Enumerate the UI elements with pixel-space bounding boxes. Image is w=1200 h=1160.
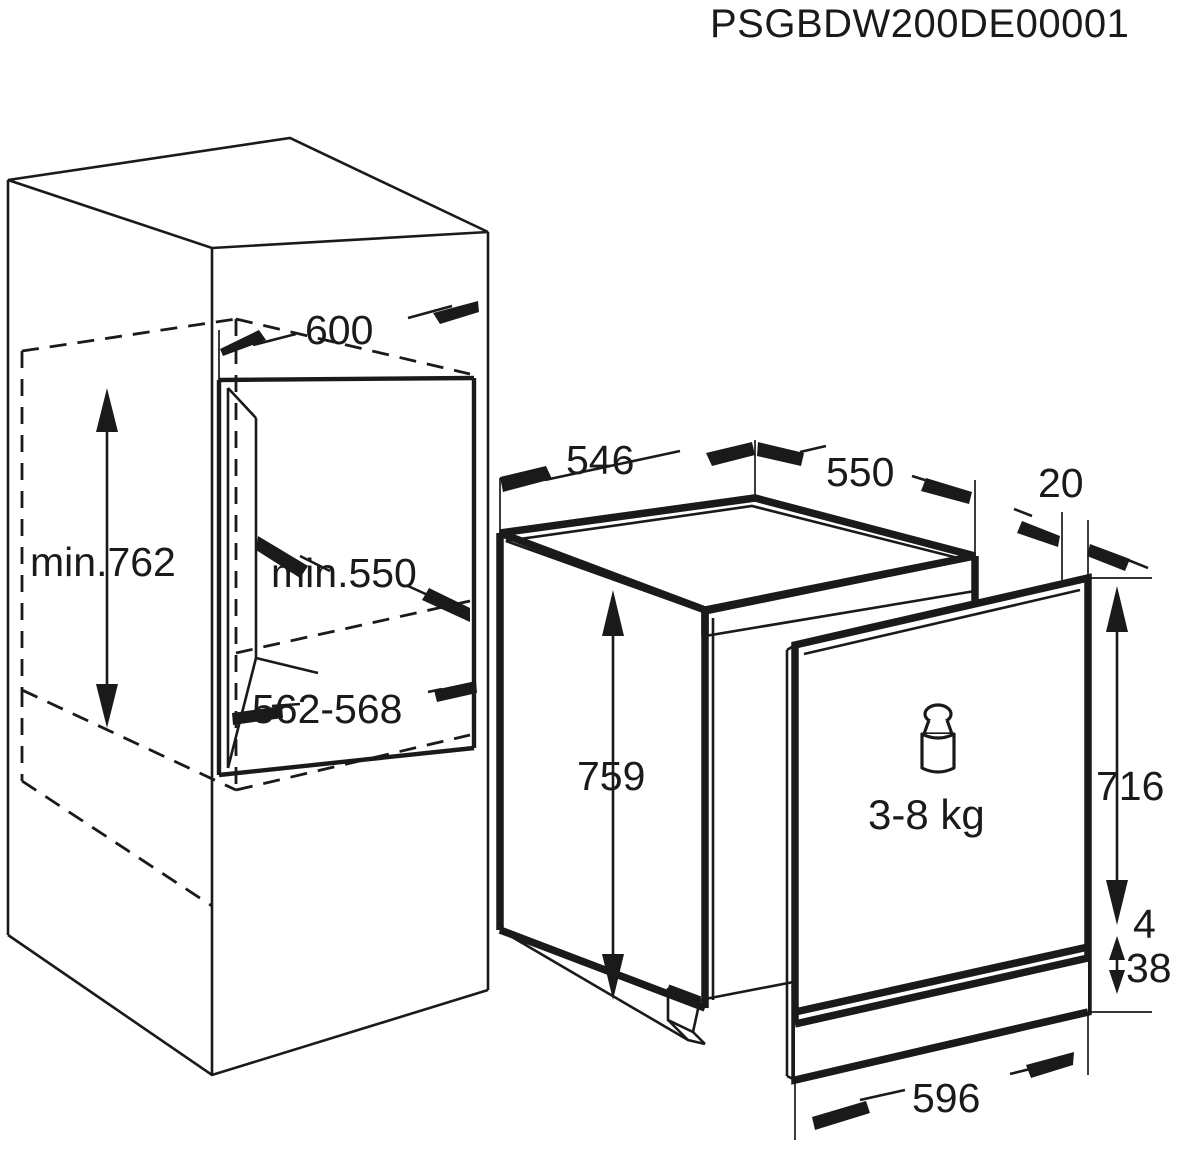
dimension-716: 716 (1088, 577, 1164, 1013)
dimension-min550-label: min.550 (271, 550, 417, 596)
dimension-min762-label: min.762 (30, 539, 176, 585)
dimension-562-568: 562-568 (232, 681, 477, 732)
weight-icon (920, 703, 956, 774)
dimension-20: 20 (1013, 460, 1149, 582)
dimension-min762: min.762 (30, 388, 176, 728)
cabinet-outline (6, 136, 490, 1077)
cabinet-niche-opening (216, 375, 477, 778)
dimension-546: 546 (499, 437, 756, 536)
model-code-title: PSGBDW200DE00001 (710, 2, 1129, 46)
appliance-with-door-view: 3-8 kg 546 550 (496, 437, 1172, 1140)
dimension-550-label: 550 (826, 449, 894, 495)
cabinet-niche-view: 600 min.762 min.550 (6, 136, 490, 1077)
cabinet-hidden-edges (20, 317, 471, 908)
dimension-562-568-label: 562-568 (252, 686, 402, 732)
dimension-600: 600 (218, 301, 479, 392)
dimension-min550: min.550 (256, 536, 470, 622)
dimension-4-label: 4 (1133, 901, 1156, 947)
dimension-600-label: 600 (305, 307, 373, 353)
dimension-4: 4 (1133, 901, 1156, 947)
dimension-20-label: 20 (1038, 460, 1084, 506)
dimension-38: 38 (1109, 936, 1172, 994)
weight-capacity-label: 3-8 kg (868, 791, 985, 838)
plinth-strip (794, 954, 1089, 1084)
dimension-716-label: 716 (1096, 763, 1164, 809)
dimension-759: 759 (577, 590, 645, 1000)
dimension-546-label: 546 (566, 437, 634, 483)
dimension-38-label: 38 (1126, 945, 1172, 991)
dimension-550: 550 (757, 442, 976, 558)
dimension-759-label: 759 (577, 753, 645, 799)
dimension-596-label: 596 (912, 1075, 980, 1121)
dimension-596: 596 (794, 1012, 1089, 1140)
